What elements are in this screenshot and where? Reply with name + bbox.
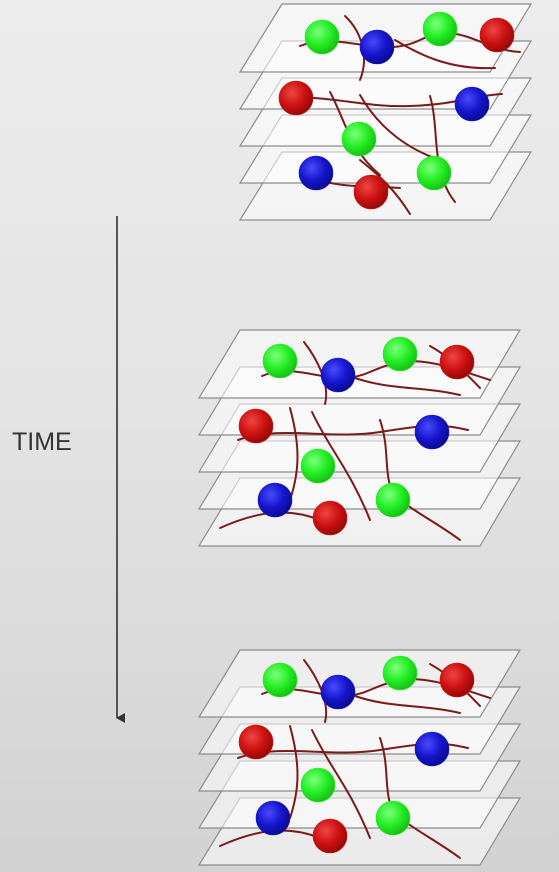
red-particle (439, 344, 475, 380)
time-axis: TIME (12, 216, 125, 723)
blue-particle (359, 29, 395, 65)
red-particle (238, 408, 274, 444)
stack-planes (197, 649, 522, 866)
stack-particles (238, 655, 475, 854)
green-particle (422, 11, 458, 47)
red-particle (479, 17, 515, 53)
green-particle (262, 343, 298, 379)
blue-particle (320, 674, 356, 710)
red-particle (312, 818, 348, 854)
red-particle (353, 174, 389, 210)
green-particle (375, 482, 411, 518)
polymer-fiber (311, 729, 371, 839)
red-particle (439, 662, 475, 698)
blue-particle (257, 482, 293, 518)
polymer-fiber (289, 725, 299, 819)
polymer-fiber (394, 39, 496, 70)
green-particle (382, 336, 418, 372)
green-particle (304, 19, 340, 55)
polymer-fiber (354, 695, 461, 714)
red-particle (312, 500, 348, 536)
green-particle (300, 448, 336, 484)
blue-particle (255, 800, 291, 836)
stacks-layer (197, 3, 533, 866)
stack-particles (238, 336, 475, 536)
stack-1-initial (238, 3, 533, 221)
blue-particle (414, 414, 450, 450)
polymer-fiber (359, 159, 411, 215)
green-particle (375, 800, 411, 836)
blue-particle (454, 86, 490, 122)
green-particle (262, 662, 298, 698)
green-particle (341, 121, 377, 157)
stack-2-middle (197, 329, 522, 547)
polymer-fiber (289, 407, 299, 501)
polymer-fiber (311, 411, 371, 521)
blue-particle (414, 731, 450, 767)
polymer-fiber (354, 377, 461, 396)
time-label: TIME (12, 428, 72, 456)
blue-particle (320, 357, 356, 393)
green-particle (416, 155, 452, 191)
green-particle (300, 767, 336, 803)
red-particle (238, 724, 274, 760)
polymer-fiber (429, 95, 456, 203)
stack-3-final (197, 649, 522, 866)
stack-particles (278, 11, 515, 210)
red-particle (278, 80, 314, 116)
green-particle (382, 655, 418, 691)
blue-particle (298, 155, 334, 191)
